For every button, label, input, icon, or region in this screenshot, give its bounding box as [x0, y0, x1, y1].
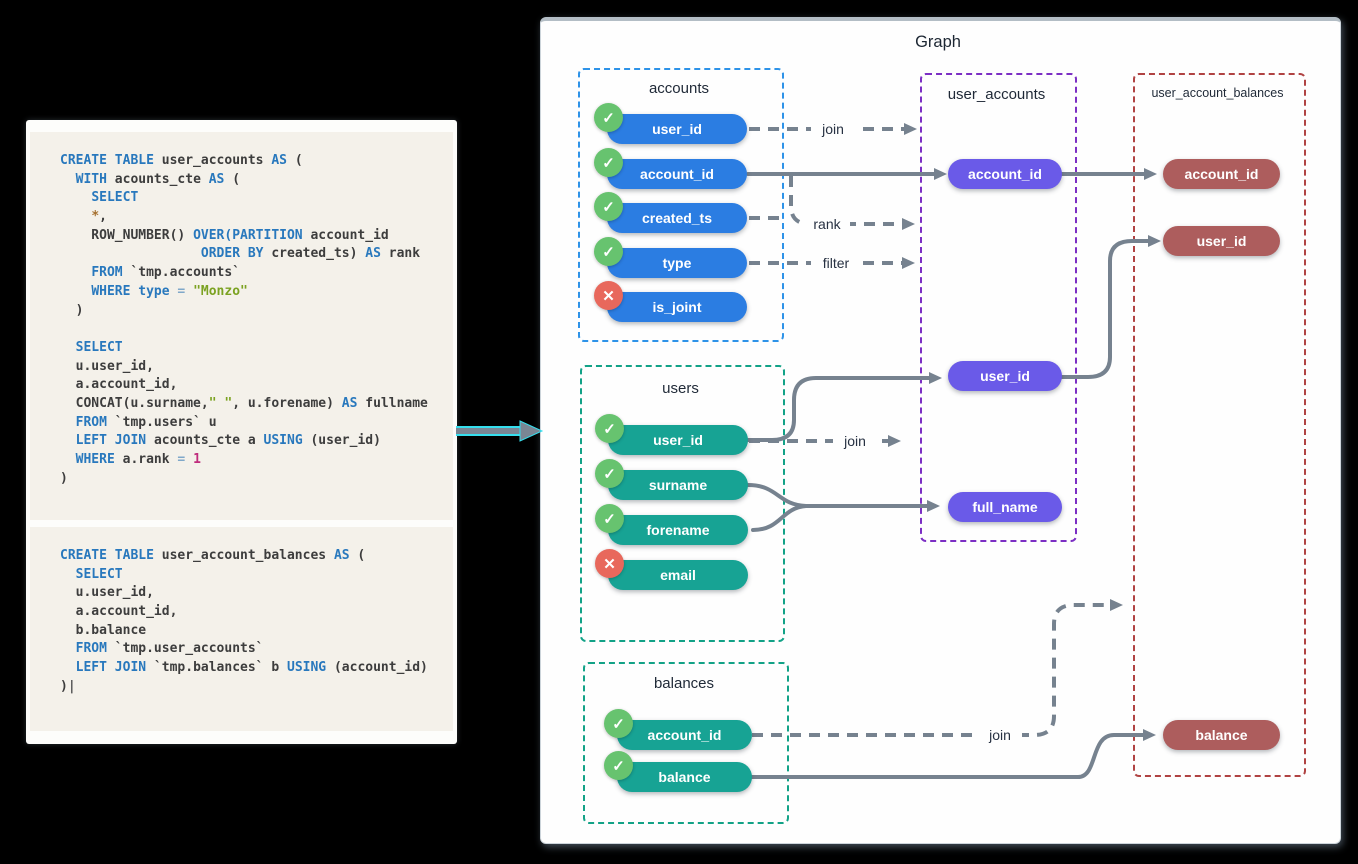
sql-code-line: FROM `tmp.accounts`	[91, 265, 241, 281]
sql-code-line: LEFT JOIN acounts_cte a USING (user_id)	[75, 433, 381, 449]
sql-code-line: *,	[91, 209, 107, 225]
sql-code-line: FROM `tmp.user_accounts`	[75, 641, 264, 657]
column-pill-user_accounts-full_name[interactable]: full_name	[948, 492, 1062, 522]
edge-label-join-users: join	[843, 433, 866, 449]
table-box-user_accounts	[920, 73, 1077, 542]
column-pill-accounts-created_ts[interactable]: created_ts	[607, 203, 747, 233]
status-check-icon: ✓	[595, 504, 624, 533]
sql-code-block-user-account-balances[interactable]: CREATE TABLE user_account_balances AS ( …	[30, 527, 453, 731]
sql-code-line: ROW_NUMBER() OVER(PARTITION account_id	[60, 227, 389, 243]
status-check-icon: ✓	[604, 751, 633, 780]
sql-editor-panel: CREATE TABLE user_accounts AS ( WITH aco…	[26, 120, 457, 744]
column-pill-accounts-type[interactable]: type	[607, 248, 747, 278]
status-check-icon: ✓	[594, 103, 623, 132]
column-pill-accounts-user_id[interactable]: user_id	[607, 114, 747, 144]
edge-label-join-balances: join	[988, 727, 1011, 743]
edge-users-user-id-solid	[746, 372, 942, 442]
status-check-icon: ✓	[594, 192, 623, 221]
column-pill-user_account_balances-balance[interactable]: balance	[1163, 720, 1280, 750]
edge-label-join-accounts: join	[821, 121, 844, 137]
sql-code-line: )	[60, 470, 68, 486]
sql-code-line: )|	[60, 678, 76, 694]
sql-code-line: SELECT	[75, 566, 123, 582]
panel-transform-arrow	[456, 420, 544, 442]
table-title-users: users	[662, 380, 699, 397]
column-pill-balances-account_id[interactable]: account_id	[617, 720, 752, 750]
table-box-balances	[583, 662, 789, 824]
sql-code-block-user-accounts[interactable]: CREATE TABLE user_accounts AS ( WITH aco…	[30, 132, 453, 520]
sql-code-line: u.user_id,	[60, 358, 154, 374]
status-check-icon: ✓	[594, 237, 623, 266]
table-title-accounts: accounts	[648, 80, 710, 97]
sql-code-line: CONCAT(u.surname," ", u.forename) AS ful…	[60, 395, 428, 411]
edge-users-forename	[751, 504, 808, 532]
sql-code-line: SELECT	[75, 339, 123, 355]
column-pill-users-forename[interactable]: forename	[608, 515, 748, 545]
status-check-icon: ✓	[604, 709, 633, 738]
sql-code-line: CREATE TABLE user_account_balances AS (	[60, 548, 366, 563]
status-cross-icon: ✕	[595, 549, 624, 578]
edge-balances-account-id-join	[752, 599, 1123, 737]
sql-code-line: )	[60, 302, 84, 318]
column-pill-user_account_balances-user_id[interactable]: user_id	[1163, 226, 1280, 256]
edge-labels: join rank filter join join	[806, 120, 1022, 744]
sql-code-line: SELECT	[91, 190, 139, 206]
sql-code-line: u.user_id,	[60, 585, 154, 601]
column-pill-accounts-is_joint[interactable]: is_joint	[607, 292, 747, 322]
graph-panel-title: Graph	[915, 33, 961, 51]
edge-label-rank: rank	[813, 216, 841, 232]
sql-code-line: ORDER BY created_ts) AS rank	[200, 246, 421, 262]
sql-code-line: LEFT JOIN `tmp.balances` b USING (accoun…	[75, 660, 428, 676]
sql-code-line: WHERE a.rank = 1	[75, 452, 201, 467]
sql-code-line: b.balance	[60, 622, 147, 638]
sql-code-line: a.account_id,	[60, 377, 178, 393]
table-box-accounts	[578, 68, 784, 342]
status-check-icon: ✓	[595, 459, 624, 488]
sql-code-line: WITH acounts_cte AS (	[75, 171, 241, 187]
edge-balances-balance	[746, 729, 1156, 779]
table-box-user_account_balances	[1133, 73, 1306, 777]
edge-users-surname	[746, 483, 808, 508]
column-pill-user_accounts-user_id[interactable]: user_id	[948, 361, 1062, 391]
column-pill-user_accounts-account_id[interactable]: account_id	[948, 159, 1062, 189]
table-box-users	[580, 365, 785, 642]
table-title-user_account_balances: user_account_balances	[1151, 86, 1284, 100]
column-pill-accounts-account_id[interactable]: account_id	[607, 159, 747, 189]
status-cross-icon: ✕	[594, 281, 623, 310]
status-check-icon: ✓	[595, 414, 624, 443]
edge-ua-user-id	[1060, 235, 1161, 379]
sql-code-line: FROM `tmp.users` u	[75, 414, 217, 430]
column-pill-users-user_id[interactable]: user_id	[608, 425, 748, 455]
column-pill-user_account_balances-account_id[interactable]: account_id	[1163, 159, 1280, 189]
column-pill-users-surname[interactable]: surname	[608, 470, 748, 500]
sql-code-line: WHERE type = "Monzo"	[91, 283, 248, 299]
table-title-user_accounts: user_accounts	[947, 86, 1046, 103]
edge-label-filter: filter	[823, 255, 850, 271]
column-pill-balances-balance[interactable]: balance	[617, 762, 752, 792]
sql-code-line: CREATE TABLE user_accounts AS (	[60, 153, 303, 168]
column-pill-users-email[interactable]: email	[608, 560, 748, 590]
table-title-balances: balances	[653, 675, 715, 692]
sql-code-line: a.account_id,	[60, 604, 178, 620]
status-check-icon: ✓	[594, 148, 623, 177]
